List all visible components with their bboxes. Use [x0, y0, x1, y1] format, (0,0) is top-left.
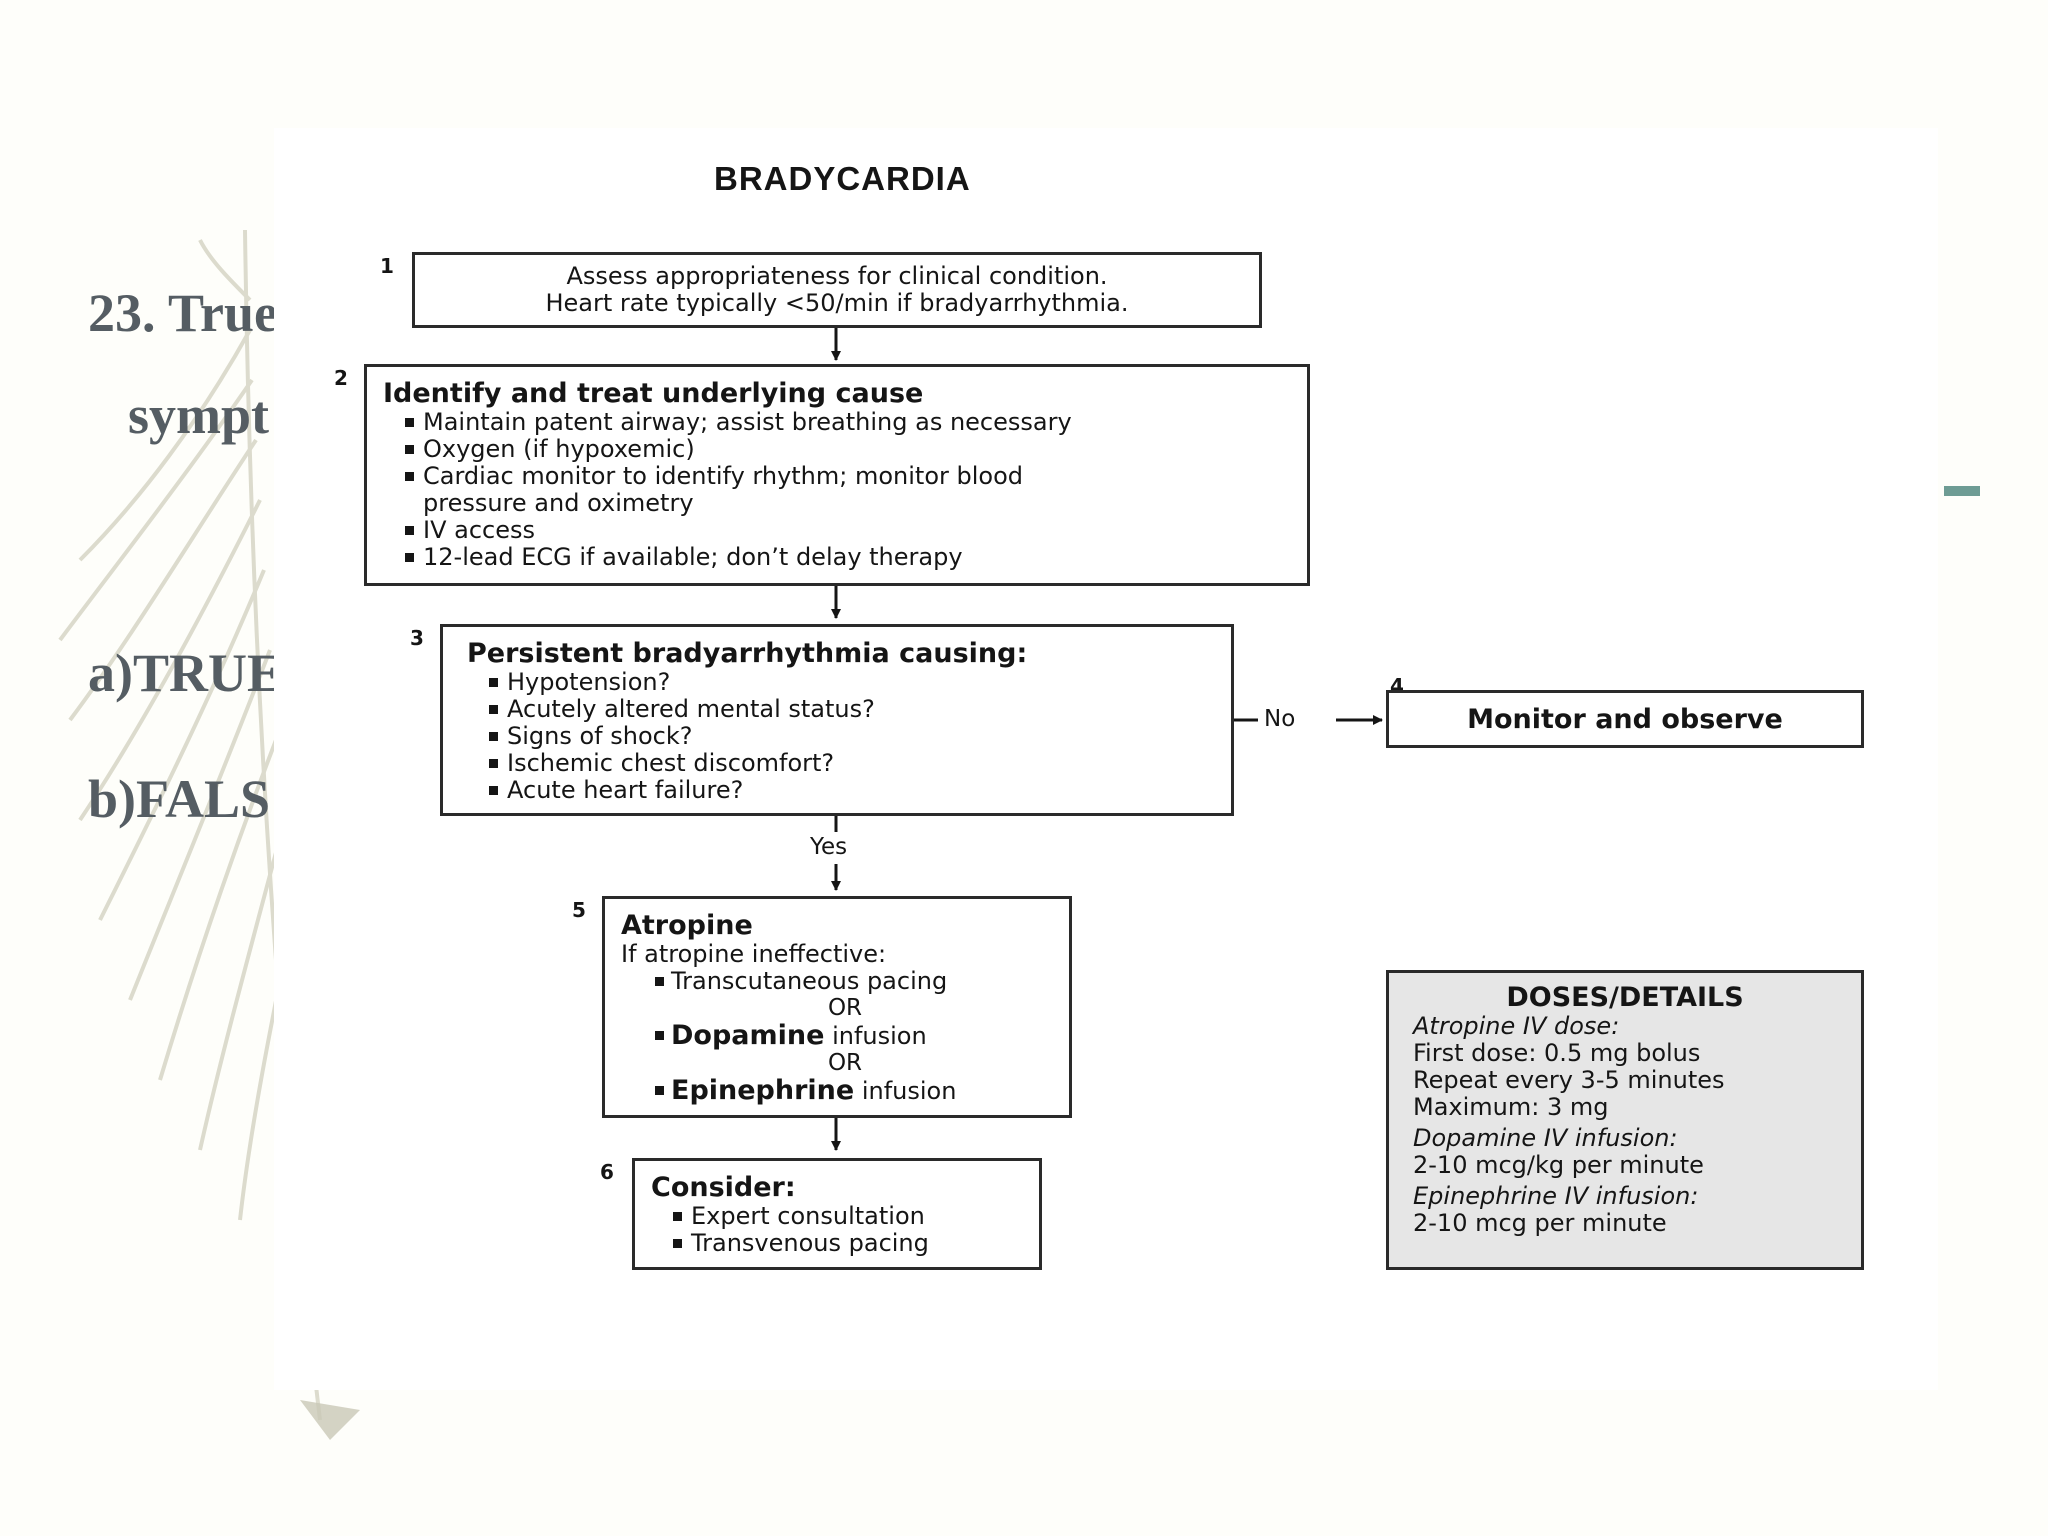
- edge-label-yes: Yes: [810, 834, 848, 860]
- step-2-box: Identify and treat underlying cause Main…: [364, 364, 1310, 586]
- step-2-number: 2: [334, 366, 348, 390]
- step-6-heading: Consider:: [651, 1172, 796, 1203]
- answer-option-b[interactable]: b)FALS: [88, 769, 271, 829]
- step-5-item-3-text: infusion: [854, 1077, 957, 1105]
- step-2-bullet-3: Cardiac monitor to identify rhythm; moni…: [383, 463, 1307, 490]
- doses-title: DOSES/DETAILS: [1506, 982, 1744, 1013]
- diagram-title: BRADYCARDIA: [714, 160, 971, 197]
- step-5-box: Atropine If atropine ineffective: Transc…: [602, 896, 1072, 1118]
- atropine-dose-label: Atropine IV dose:: [1413, 1012, 1620, 1040]
- step-5-or-2: OR: [827, 1050, 863, 1076]
- question-line-2: sympt: [128, 385, 270, 445]
- step-2-bullet-5: 12-lead ECG if available; don’t delay th…: [383, 544, 1307, 571]
- step-3-bullet-2: Acutely altered mental status?: [467, 696, 1231, 723]
- dopamine-infusion-label: Dopamine IV infusion:: [1413, 1124, 1678, 1152]
- step-5-item-2: Dopamine infusion: [621, 1022, 1069, 1050]
- step-2-bullet-3-continued: pressure and oximetry: [423, 489, 694, 517]
- answer-option-a[interactable]: a)TRUE: [88, 643, 284, 703]
- atropine-first-dose: First dose: 0.5 mg bolus: [1413, 1039, 1701, 1067]
- step-2-bullet-1: Maintain patent airway; assist breathing…: [383, 409, 1307, 436]
- flow-connectors: [831, 328, 1383, 1151]
- step-1-line-2: Heart rate typically <50/min if bradyarr…: [545, 289, 1129, 317]
- step-3-bullet-3: Signs of shock?: [467, 723, 1231, 750]
- step-1-box: Assess appropriateness for clinical cond…: [412, 252, 1262, 328]
- step-5-subheading: If atropine ineffective:: [621, 940, 887, 968]
- step-5-heading: Atropine: [621, 910, 753, 941]
- step-5-or-1: OR: [827, 995, 863, 1021]
- step-3-bullet-1: Hypotension?: [467, 669, 1231, 696]
- step-6-box: Consider: Expert consultation Transvenou…: [632, 1158, 1042, 1270]
- step-5-item-2-text: infusion: [824, 1022, 927, 1050]
- step-1-line-1: Assess appropriateness for clinical cond…: [566, 262, 1108, 290]
- edge-label-no: No: [1264, 706, 1296, 732]
- step-5-item-1-text: Transcutaneous pacing: [671, 967, 948, 995]
- step-6-bullet-1: Expert consultation: [651, 1203, 1039, 1230]
- question-line-1: 23. True: [88, 283, 279, 343]
- step-1-number: 1: [380, 254, 394, 278]
- step-4-heading: Monitor and observe: [1467, 704, 1783, 735]
- step-5-item-2-drug: Dopamine: [671, 1020, 825, 1051]
- accent-dash: [1944, 486, 1980, 496]
- step-5-item-1: Transcutaneous pacing: [621, 968, 1069, 995]
- dopamine-infusion-dose: 2-10 mcg/kg per minute: [1413, 1151, 1704, 1179]
- step-3-bullet-5: Acute heart failure?: [467, 777, 1231, 804]
- step-4-box: Monitor and observe: [1386, 690, 1864, 748]
- step-5-item-3-drug: Epinephrine: [671, 1075, 855, 1106]
- step-3-box: Persistent bradyarrhythmia causing: Hypo…: [440, 624, 1234, 816]
- step-3-bullet-4: Ischemic chest discomfort?: [467, 750, 1231, 777]
- atropine-repeat: Repeat every 3-5 minutes: [1413, 1066, 1725, 1094]
- step-2-bullet-4: IV access: [383, 517, 1307, 544]
- atropine-maximum: Maximum: 3 mg: [1413, 1093, 1609, 1121]
- bradycardia-flowchart: BRADYCARDIA 1 Assess appropriateness for…: [274, 128, 1938, 1390]
- step-6-bullet-2: Transvenous pacing: [651, 1230, 1039, 1257]
- epinephrine-infusion-dose: 2-10 mcg per minute: [1413, 1209, 1667, 1237]
- doses-details-panel: DOSES/DETAILS Atropine IV dose: First do…: [1386, 970, 1864, 1270]
- step-3-heading: Persistent bradyarrhythmia causing:: [467, 638, 1028, 669]
- step-5-item-3: Epinephrine infusion: [621, 1077, 1069, 1105]
- step-6-number: 6: [600, 1160, 614, 1184]
- epinephrine-infusion-label: Epinephrine IV infusion:: [1413, 1182, 1699, 1210]
- step-2-heading: Identify and treat underlying cause: [383, 378, 924, 409]
- step-2-bullet-2: Oxygen (if hypoxemic): [383, 436, 1307, 463]
- step-3-number: 3: [410, 626, 424, 650]
- step-5-number: 5: [572, 898, 586, 922]
